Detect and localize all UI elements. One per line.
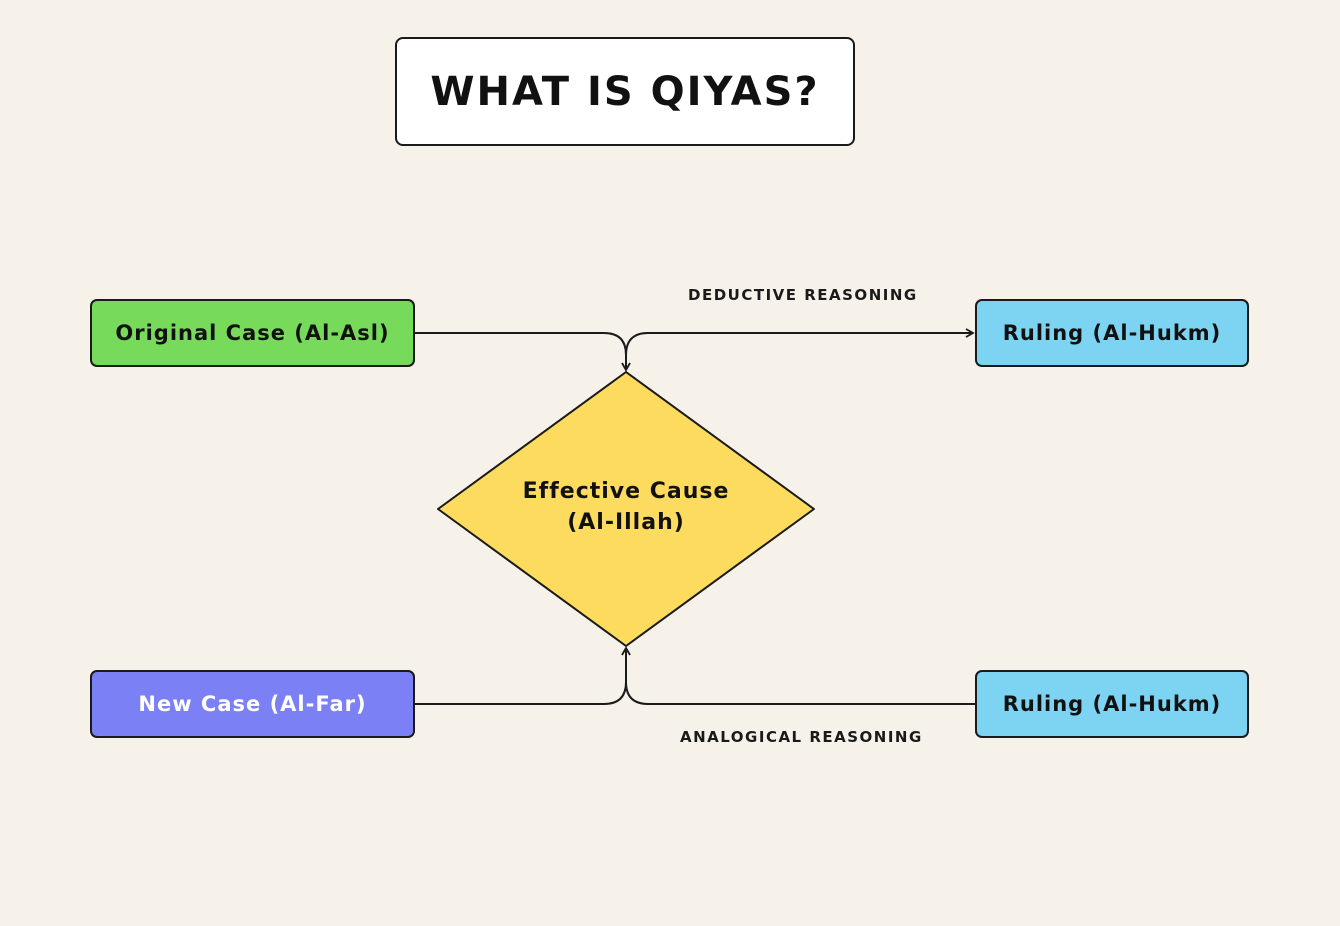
effective-cause-line1: Effective Cause (522, 479, 730, 504)
ruling-bottom-node: Ruling (Al-Hukm) (975, 670, 1249, 738)
effective-cause-label: Effective Cause (Al-Illah) (476, 476, 776, 538)
deductive-reasoning-label: DEDUCTIVE REASONING (688, 286, 918, 304)
original-case-node: Original Case (Al-Asl) (90, 299, 415, 367)
ruling-top-node: Ruling (Al-Hukm) (975, 299, 1249, 367)
title-box: WHAT IS QIYAS? (395, 37, 855, 146)
original-case-label: Original Case (Al-Asl) (115, 321, 390, 345)
effective-cause-diamond (437, 371, 815, 647)
analogical-reasoning-label: ANALOGICAL REASONING (680, 728, 923, 746)
connector-original-to-cause (415, 332, 631, 372)
connector-new-case-to-cause (415, 646, 631, 705)
ruling-bottom-label: Ruling (Al-Hukm) (1002, 692, 1222, 716)
effective-cause-line2: (Al-Illah) (567, 510, 685, 535)
new-case-node: New Case (Al-Far) (90, 670, 415, 738)
connector-cause-to-ruling (625, 328, 975, 356)
ruling-top-label: Ruling (Al-Hukm) (1002, 321, 1222, 345)
page-title: WHAT IS QIYAS? (430, 68, 820, 115)
new-case-label: New Case (Al-Far) (138, 692, 367, 716)
connector-ruling-to-cause (625, 681, 975, 705)
